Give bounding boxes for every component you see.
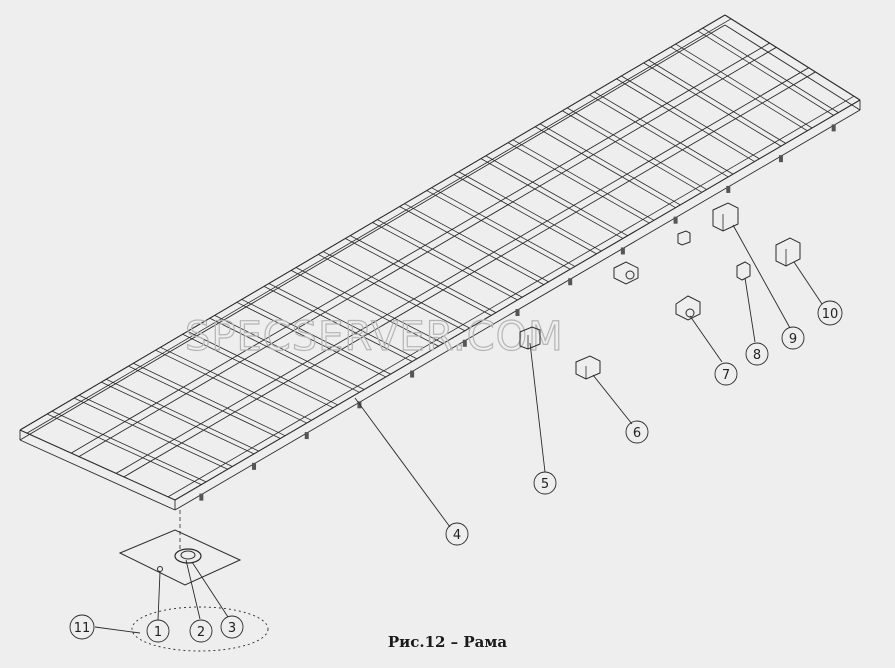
svg-text:7: 7 (722, 368, 730, 383)
bracket-9 (712, 202, 739, 232)
callout-8: 8 (745, 342, 769, 366)
callout-11: 11 (69, 614, 95, 640)
svg-text:3: 3 (228, 621, 236, 636)
svg-text:1: 1 (154, 625, 162, 640)
callout-6: 6 (625, 420, 649, 444)
bracket-7 (675, 295, 701, 321)
callout-10: 10 (817, 300, 843, 326)
bracket-5 (519, 326, 541, 350)
svg-text:9: 9 (789, 332, 797, 347)
mounting-plate (118, 510, 242, 586)
bracket-10 (775, 237, 801, 267)
callout-3: 3 (220, 615, 244, 639)
leader-lines (94, 224, 823, 652)
callout-9: 9 (781, 326, 805, 350)
bracket-unnumbered (613, 230, 691, 285)
callout-2: 2 (189, 619, 213, 643)
bracket-6 (575, 355, 601, 380)
svg-text:6: 6 (633, 426, 641, 441)
svg-text:10: 10 (822, 307, 839, 322)
svg-text:8: 8 (753, 348, 761, 363)
svg-text:2: 2 (197, 625, 205, 640)
figure-caption: Рис.12 – Рама (387, 633, 508, 651)
bracket-8 (736, 261, 751, 281)
callout-4: 4 (445, 522, 469, 546)
callout-5: 5 (533, 471, 557, 495)
watermark: SPECSERVER.COM (185, 314, 564, 360)
svg-text:4: 4 (453, 528, 461, 543)
callout-1: 1 (146, 619, 170, 643)
callout-7: 7 (714, 362, 738, 386)
frame-structure (19, 14, 861, 511)
svg-text:5: 5 (541, 477, 549, 492)
svg-text:11: 11 (74, 621, 91, 636)
